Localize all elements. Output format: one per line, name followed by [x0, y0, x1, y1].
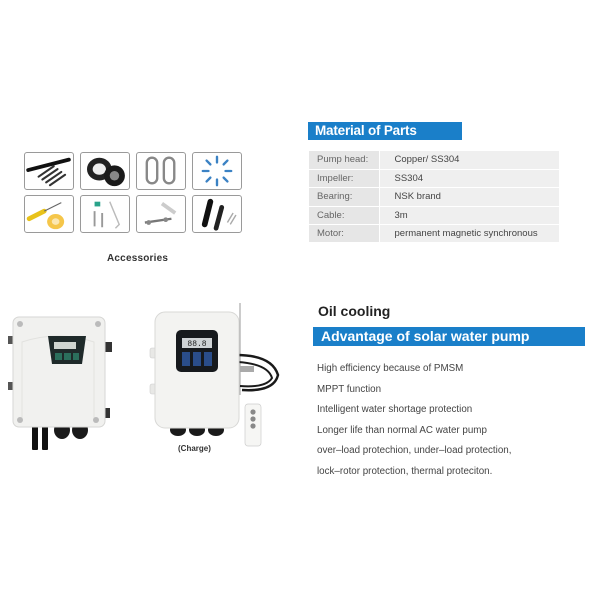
- accessories-caption: Accessories: [107, 253, 169, 264]
- list-item: MPPT function: [317, 383, 382, 395]
- advantage-header: Advantage of solar water pump: [313, 327, 585, 346]
- accessory-heat-shrink-tubes-image: [24, 152, 74, 190]
- list-item: lock–rotor protection, thermal protecito…: [317, 465, 493, 477]
- oil-cooling-heading: Oil cooling: [318, 303, 391, 319]
- advantage-list: High efficiency because of PMSM MPPT fun…: [317, 362, 511, 486]
- list-item: Intelligent water shortage protection: [317, 404, 473, 416]
- accessory-screws-hexkey-image: [80, 195, 130, 233]
- accessory-crimp-terminals-image: [192, 152, 242, 190]
- spec-label: Impeller:: [309, 169, 380, 189]
- solar-pump-controller-image: [8, 316, 112, 450]
- spec-label: Cable:: [309, 206, 380, 226]
- spec-value: permanent magnetic synchronous: [379, 224, 559, 244]
- accessories-grid: [24, 152, 246, 233]
- table-row: Bearing: NSK brand: [309, 187, 559, 207]
- list-item: Longer life than normal AC water pump: [317, 424, 487, 436]
- spec-label: Bearing:: [309, 187, 380, 207]
- accessory-screwdriver-tape-image: [24, 195, 74, 233]
- table-row: Cable: 3m: [309, 206, 559, 226]
- accessory-carabiners-image: [136, 152, 186, 190]
- material-of-parts-header: Material of Parts: [308, 122, 462, 140]
- spec-label: Pump head:: [309, 151, 380, 170]
- spec-value: NSK brand: [379, 187, 559, 207]
- accessory-tape-rolls-image: [80, 152, 130, 190]
- spec-value: Copper/ SS304: [379, 151, 559, 170]
- svg-text:88.8: 88.8: [187, 340, 206, 349]
- accessory-mc4-connectors-image: [192, 195, 242, 233]
- table-row: Pump head: Copper/ SS304: [309, 151, 559, 170]
- charge-caption: (Charge): [178, 444, 211, 453]
- spec-value: 3m: [379, 206, 559, 226]
- list-item: over–load protechion, under–load protect…: [317, 445, 512, 457]
- accessory-bolt-bracket-image: [136, 195, 186, 233]
- table-row: Motor: permanent magnetic synchronous: [309, 224, 559, 244]
- material-spec-table: Pump head: Copper/ SS304 Impeller: SS304…: [309, 151, 559, 244]
- table-row: Impeller: SS304: [309, 169, 559, 189]
- list-item: High efficiency because of PMSM: [317, 363, 464, 374]
- solar-pump-controller-charge-image: 88.8: [149, 303, 280, 447]
- spec-label: Motor:: [309, 224, 380, 244]
- spec-value: SS304: [379, 169, 559, 189]
